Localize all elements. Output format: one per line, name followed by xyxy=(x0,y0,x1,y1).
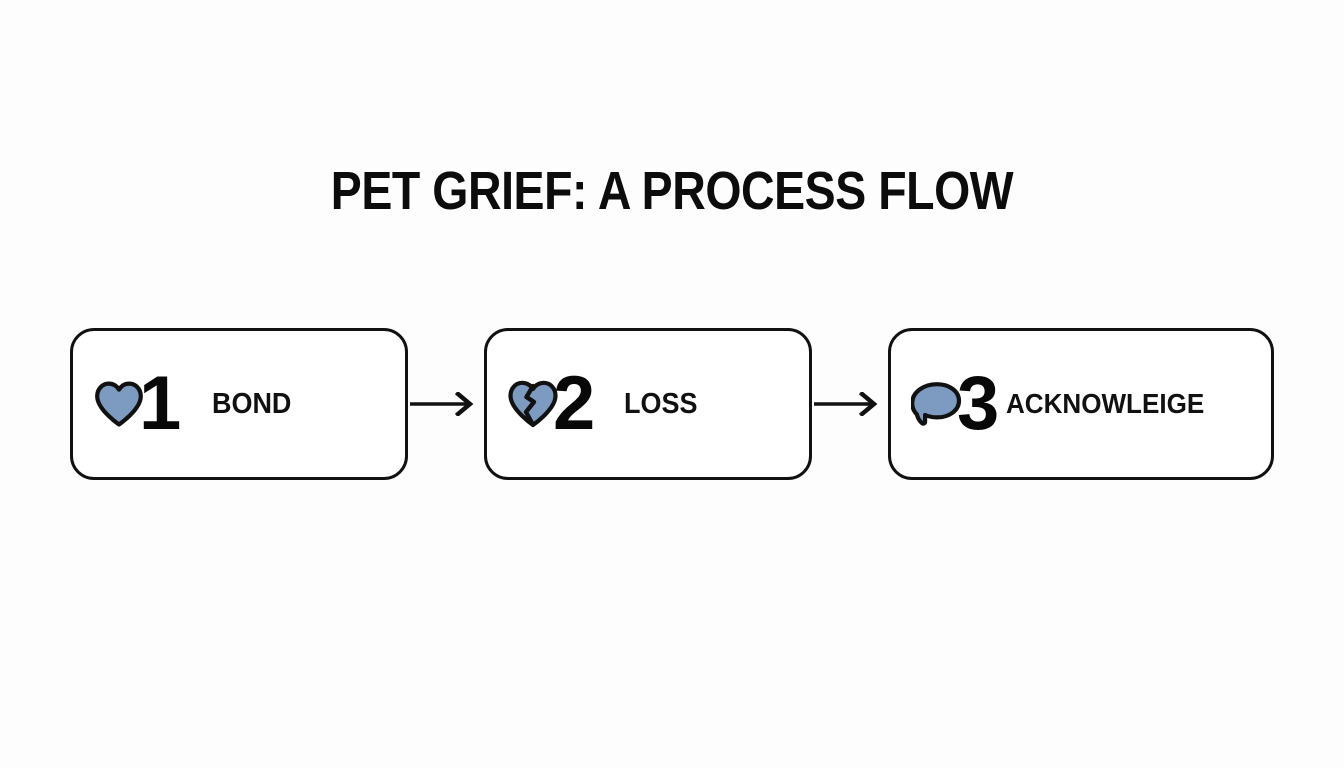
step-card-1[interactable]: 1 BOND xyxy=(70,328,408,480)
broken-heart-icon xyxy=(507,378,559,430)
connector-2 xyxy=(812,392,888,416)
arrow-right-icon xyxy=(410,392,474,416)
step-label-3: ACKNOWLEIGE xyxy=(1006,388,1205,419)
step-number-2: 2 xyxy=(553,361,595,446)
step-number-1: 1 xyxy=(139,361,181,446)
blue-heart-icon xyxy=(93,378,145,430)
speech-bubble-icon xyxy=(911,378,963,430)
step-number-3: 3 xyxy=(957,361,999,446)
step-label-1: BOND xyxy=(212,388,292,420)
step-card-3[interactable]: 3 ACKNOWLEIGE xyxy=(888,328,1274,480)
page-title: PET GRIEF: A PROCESS FLOW xyxy=(330,161,1014,221)
step-label-2: LOSS xyxy=(624,388,698,420)
step-card-2[interactable]: 2 LOSS xyxy=(484,328,812,480)
connector-1 xyxy=(408,392,484,416)
arrow-right-icon xyxy=(814,392,878,416)
process-flow: 1 BOND 2 LOSS xyxy=(70,328,1274,480)
